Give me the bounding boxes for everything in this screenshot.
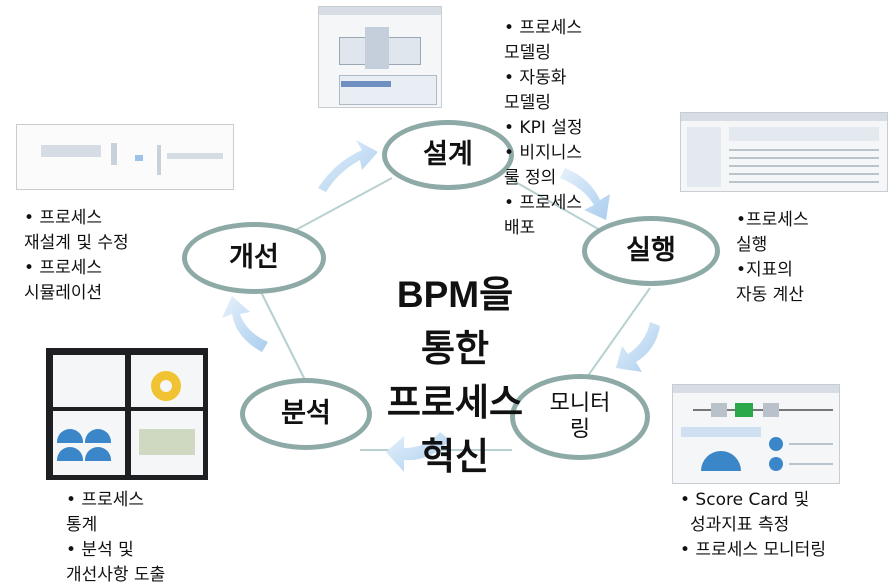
node-monitor-label-line1: 모니터	[549, 391, 611, 416]
center-title-line4: 혁신	[420, 436, 490, 477]
design-bullet-line: • KPI 설정	[504, 118, 583, 138]
node-monitor: 모니터 링	[510, 374, 650, 460]
node-analyze: 분석	[240, 378, 372, 450]
execute-bullets: •프로세스 실행 •지표의 자동 계산	[736, 208, 809, 308]
link-design-execute	[504, 175, 601, 231]
center-title-line1: BPM을	[396, 274, 514, 315]
analyze-bullets: • 프로세스 통계 • 분석 및 개선사항 도출	[66, 488, 165, 588]
cycle-arrow-icon	[616, 322, 660, 372]
monitor-bullet-line: • 프로세스 모니터링	[680, 540, 826, 560]
monitor-bullet-line: • Score Card 및	[680, 490, 810, 510]
center-title-line3: 프로세스	[386, 382, 524, 423]
monitor-bullets: • Score Card 및 성과지표 측정 • 프로세스 모니터링	[680, 488, 826, 563]
analyze-bullet-line: • 분석 및	[66, 540, 134, 560]
cycle-arrow-icon	[318, 140, 378, 192]
design-bullet-line: • 프로세스	[504, 18, 582, 38]
link-analyze-improve	[259, 289, 306, 381]
execute-bullet-line: •프로세스	[736, 210, 809, 230]
monitor-screenshot-thumbnail	[672, 384, 840, 484]
node-improve-label: 개선	[229, 242, 279, 273]
analyze-bullet-line: 개선사항 도출	[66, 565, 166, 585]
node-design-label: 설계	[423, 139, 473, 170]
improve-bullet-line: 재설계 및 수정	[24, 233, 129, 253]
improve-bullets: • 프로세스 재설계 및 수정 • 프로세스 시뮬레이션	[24, 206, 129, 306]
analyze-bullet-line: 통계	[66, 515, 98, 535]
execute-screenshot-thumbnail	[680, 112, 888, 192]
node-design: 설계	[382, 120, 514, 190]
design-bullet-line: • 프로세스	[504, 193, 582, 213]
center-title: BPM을 통한 프로세스 혁신	[360, 268, 550, 484]
center-title-line2: 통한	[420, 328, 490, 369]
design-bullet-line: 모델링	[504, 43, 551, 63]
execute-bullet-line: 실행	[736, 235, 768, 255]
design-bullet-line: • 비지니스	[504, 143, 582, 163]
design-bullet-line: 모델링	[504, 93, 551, 113]
design-bullet-line: • 자동화	[504, 68, 567, 88]
cycle-arrow-icon	[386, 432, 450, 472]
improve-bullet-line: • 프로세스	[24, 258, 102, 278]
cycle-arrow-icon	[222, 296, 268, 352]
monitor-bullet-line: 성과지표 측정	[690, 515, 790, 535]
node-improve: 개선	[182, 222, 326, 294]
analyze-screenshot-thumbnail	[46, 348, 208, 480]
analyze-bullet-line: • 프로세스	[66, 490, 144, 510]
improve-bullet-line: 시뮬레이션	[24, 283, 103, 303]
execute-bullet-line: 자동 계산	[736, 285, 804, 305]
improve-screenshot-thumbnail	[16, 124, 234, 190]
link-execute-monitor	[584, 287, 651, 381]
node-execute-label: 실행	[626, 235, 676, 266]
cycle-arrow-icon	[560, 168, 610, 220]
link-improve-design	[291, 177, 393, 233]
node-execute: 실행	[582, 216, 720, 286]
execute-bullet-line: •지표의	[736, 260, 793, 280]
design-screenshot-thumbnail	[318, 6, 442, 108]
node-analyze-label: 분석	[281, 398, 331, 429]
design-bullet-line: 배포	[504, 218, 536, 238]
node-monitor-label-line2: 링	[569, 417, 591, 442]
design-bullets: • 프로세스 모델링 • 자동화 모델링 • KPI 설정 • 비지니스 룰 정…	[504, 16, 583, 241]
design-bullet-line: 룰 정의	[504, 168, 557, 188]
improve-bullet-line: • 프로세스	[24, 208, 102, 228]
